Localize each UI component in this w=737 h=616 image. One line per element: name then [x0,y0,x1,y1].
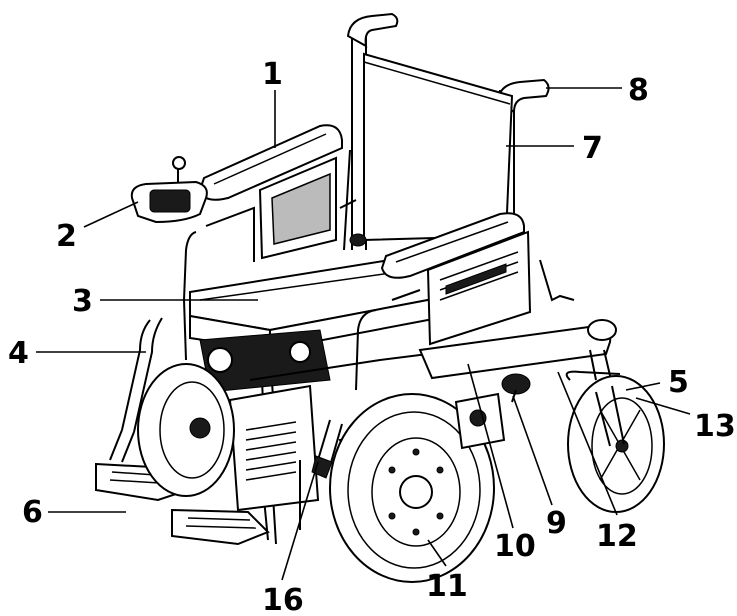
callout-12: 12 [596,519,638,554]
callout-1: 1 [262,57,283,92]
wheelchair-illustration [95,12,665,583]
leader-2 [83,201,139,228]
leader-11 [427,539,447,567]
leader-lines [36,87,691,581]
leader-13 [635,397,691,415]
leader-10 [467,363,514,529]
leader-12 [557,371,618,516]
leader-9 [512,395,553,506]
leader-16 [281,461,319,581]
callout-10: 10 [494,529,536,564]
callout-5: 5 [668,365,689,400]
callout-3: 3 [72,284,93,319]
callout-9: 9 [546,506,567,541]
callout-13: 13 [694,409,736,444]
callout-7: 7 [582,131,603,166]
callout-2: 2 [56,219,77,254]
callout-4: 4 [8,336,29,371]
callout-11: 11 [426,569,468,604]
callout-6: 6 [22,495,43,530]
callout-8: 8 [628,73,649,108]
callout-labels: 1 2 3 4 5 6 7 8 9 10 11 12 13 16 [8,57,736,616]
callout-16: 16 [262,583,304,616]
leader-5 [625,382,661,391]
